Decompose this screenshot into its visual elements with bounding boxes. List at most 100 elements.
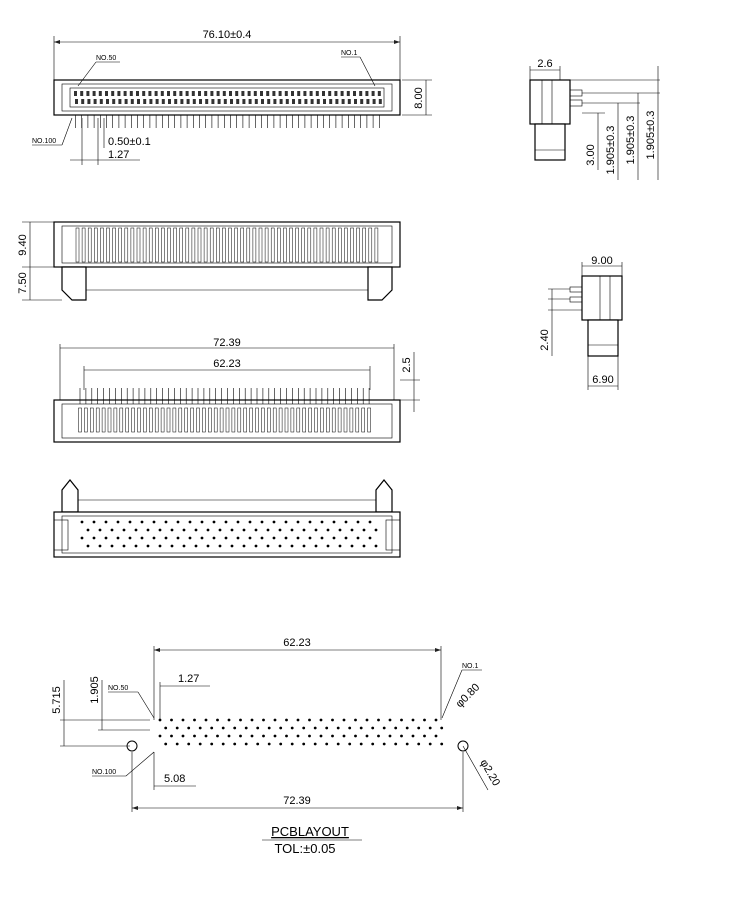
pcb-hole <box>233 726 237 730</box>
contact <box>130 99 134 104</box>
contact <box>285 99 289 104</box>
contact <box>203 227 208 263</box>
contact <box>278 91 282 96</box>
contact <box>161 227 165 263</box>
contact <box>360 99 364 104</box>
pcb-row-offset-label: 1.905 <box>89 676 101 704</box>
pitch-label: 0.50±0.1 <box>108 136 151 148</box>
contact <box>149 99 153 104</box>
pcb-hole <box>262 734 265 738</box>
pcb-hole <box>267 742 271 746</box>
contact <box>219 407 224 433</box>
pcb-pin100-label: NO.100 <box>92 769 116 776</box>
bottom-view: 72.39 62.23 2.5 <box>53 337 420 443</box>
contact-dot <box>290 528 294 532</box>
contact <box>160 91 164 96</box>
pcb-hole <box>382 742 386 746</box>
contact <box>113 407 118 433</box>
contact <box>106 99 109 104</box>
pcb-pin1-label: NO.1 <box>462 663 478 670</box>
contact-dot <box>296 536 300 540</box>
contact-dot <box>86 528 90 532</box>
pcb-hole <box>354 734 357 738</box>
pcb-hole <box>325 742 329 746</box>
end-width-label: 9.00 <box>591 255 612 267</box>
contact <box>240 227 244 263</box>
base-width-label: 6.90 <box>592 374 613 386</box>
contact <box>314 407 318 433</box>
pcb-hole <box>227 734 231 738</box>
contact-dot <box>98 544 102 548</box>
contact-dot <box>128 520 132 524</box>
contact-dot <box>272 536 276 540</box>
contact <box>310 99 314 104</box>
contact <box>149 407 153 433</box>
pcb-hole <box>187 726 191 730</box>
contact <box>290 407 295 433</box>
pcb-hole <box>388 734 392 738</box>
contact <box>199 99 202 104</box>
pcb-hole <box>175 742 179 746</box>
contact <box>359 91 363 96</box>
pcb-hole <box>308 718 311 722</box>
contact <box>74 91 77 96</box>
contact <box>186 99 190 104</box>
pcb-peg-spacing-label: 5.08 <box>164 773 185 785</box>
contact <box>377 91 381 96</box>
pcb-hole <box>273 718 277 722</box>
pcb-hole <box>285 718 288 722</box>
contact <box>118 99 122 104</box>
contact-dot <box>224 520 228 524</box>
pcb-hole <box>273 734 277 738</box>
contact-dot <box>194 528 198 532</box>
contact <box>355 407 360 433</box>
pcb-hole <box>325 726 329 730</box>
contact <box>235 91 239 96</box>
contact <box>112 227 116 263</box>
contact <box>309 91 313 96</box>
contact-dot <box>116 536 120 540</box>
contact <box>372 99 376 104</box>
end-height-label: 2.40 <box>539 329 551 350</box>
contact <box>228 227 232 263</box>
contact <box>340 91 344 96</box>
contact-dot <box>146 528 150 532</box>
contact <box>354 99 357 104</box>
contact <box>322 91 325 96</box>
front-view-contacts <box>75 227 379 263</box>
contact <box>216 227 220 263</box>
pcb-hole <box>428 742 432 746</box>
contact <box>241 91 245 96</box>
pcb-peg-hole-left <box>126 740 138 752</box>
contact-dot <box>368 536 372 540</box>
pcb-hole <box>193 734 196 738</box>
contact <box>123 91 127 96</box>
contact <box>75 227 80 263</box>
pcb-pin50-label: NO.50 <box>108 685 128 692</box>
pcb-hole <box>359 726 363 730</box>
pcb-hole <box>164 726 168 730</box>
contact <box>225 407 230 433</box>
contact <box>267 99 271 104</box>
pcb-tolerance: TOL:±0.05 <box>274 841 335 856</box>
pcb-hole <box>290 726 294 730</box>
contact <box>95 407 100 433</box>
pcb-hole <box>411 734 415 738</box>
contact <box>335 99 339 104</box>
contact <box>192 99 196 104</box>
pcb-hole <box>342 734 346 738</box>
contact <box>143 407 147 433</box>
tab-height-label: 2.5 <box>401 357 413 372</box>
contact <box>184 407 188 433</box>
contact <box>254 99 258 104</box>
side-dim-a: 3.00 <box>585 144 597 165</box>
contact <box>213 407 218 433</box>
contact-dot <box>200 520 204 524</box>
contact <box>331 407 336 433</box>
pcb-hole <box>279 742 283 746</box>
contact <box>119 407 124 433</box>
pcb-hole <box>158 718 162 722</box>
contact-dot <box>242 528 246 532</box>
contact <box>204 91 208 96</box>
pcb-hole <box>319 734 323 738</box>
